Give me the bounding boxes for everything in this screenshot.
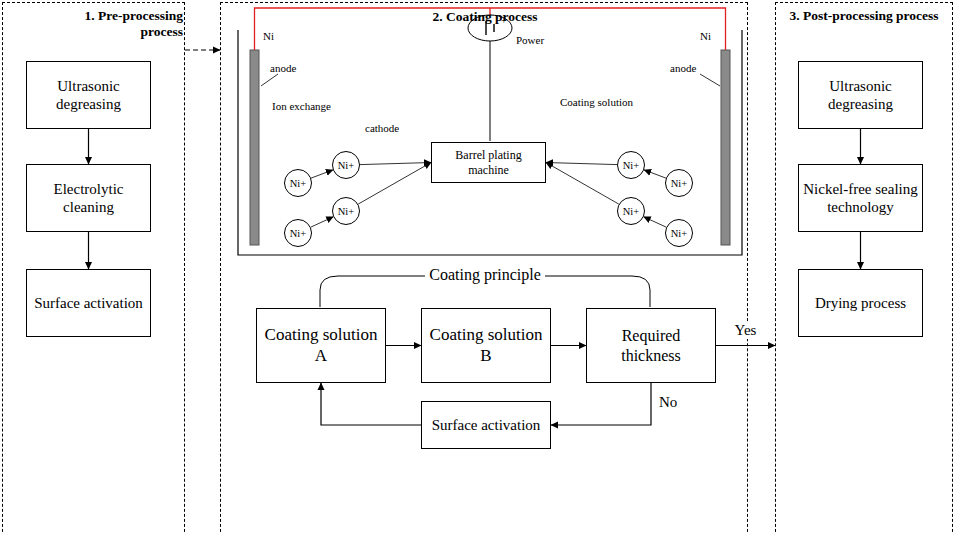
process-box: Nickel-free sealing technology	[798, 164, 923, 232]
flow-arrow	[644, 170, 666, 178]
box-label: Coating solution B	[426, 325, 546, 366]
box-label: Ni+	[338, 206, 354, 217]
flow-arrow	[88, 232, 89, 269]
stage-panel: 1. Pre-processing processUltrasonic degr…	[2, 2, 185, 534]
box-label: Ni+	[623, 160, 639, 171]
box-label: Nickel-free sealing technology	[803, 180, 918, 216]
process-box: Coating solution A	[256, 308, 386, 383]
box-label: Ultrasonic degreasing	[803, 77, 918, 113]
anode-plate	[721, 50, 730, 245]
ion-circle: Ni+	[284, 169, 312, 197]
text-label: -	[474, 13, 477, 24]
process-box: Barrel plating machine	[431, 142, 546, 183]
process-box: Ultrasonic degreasing	[798, 61, 923, 129]
flow-arrow	[88, 129, 89, 164]
box-label: Surface activation	[34, 294, 143, 312]
panel-heading: 3. Post-processing process	[784, 8, 944, 24]
box-label: Ultrasonic degreasing	[31, 77, 146, 113]
flow-arrow	[546, 163, 617, 165]
ion-circle: Ni+	[332, 151, 360, 179]
box-label: Drying process	[815, 294, 906, 312]
text-label: Power	[516, 34, 544, 46]
ion-circle: Ni+	[665, 169, 693, 197]
ion-circle: Ni+	[617, 197, 645, 225]
process-box: Required thickness	[586, 308, 716, 383]
text-label: anode	[670, 62, 696, 74]
ion-circle: Ni+	[332, 197, 360, 225]
flow-arrow	[644, 217, 667, 227]
box-label: Ni+	[671, 228, 687, 239]
ion-circle: Ni+	[665, 219, 693, 247]
process-box: Drying process	[798, 269, 923, 337]
edge-label: Yes	[733, 322, 759, 339]
process-box: Surface activation	[26, 269, 151, 337]
process-box: Coating solution B	[421, 308, 551, 383]
process-box: Surface activation	[421, 401, 551, 449]
flow-arrow	[551, 383, 651, 425]
process-box: Ultrasonic degreasing	[26, 61, 151, 129]
text-label: Coating principle	[425, 266, 545, 284]
stage-panel: 3. Post-processing processUltrasonic deg…	[775, 2, 953, 534]
flow-arrow	[360, 163, 431, 165]
flow-arrow	[311, 217, 334, 227]
flow-arrow	[860, 129, 861, 164]
box-label: Ni+	[671, 178, 687, 189]
flow-arrow	[358, 163, 431, 205]
cathode-wire	[490, 41, 491, 141]
flow-arrow	[716, 345, 775, 346]
ion-circle: Ni+	[284, 219, 312, 247]
text-label: +	[501, 15, 507, 26]
box-label: Ni+	[290, 228, 306, 239]
flow-arrow	[185, 49, 220, 50]
text-label: anode	[270, 62, 296, 74]
flow-arrow	[321, 383, 421, 425]
box-label: Surface activation	[432, 416, 541, 434]
text-label: cathode	[365, 122, 399, 134]
text-label: Ion exchange	[272, 100, 331, 112]
box-label: Electrolytic cleaning	[31, 180, 146, 216]
anode-plate	[250, 50, 259, 245]
process-box: Electrolytic cleaning	[26, 164, 151, 232]
flow-arrow	[860, 232, 861, 269]
box-label: Coating solution A	[261, 325, 381, 366]
flow-arrow	[551, 345, 586, 346]
text-label: Ni	[700, 30, 711, 42]
text-label: Ni	[263, 30, 274, 42]
box-label: Ni+	[290, 178, 306, 189]
box-label: Ni+	[623, 206, 639, 217]
edge-label: No	[657, 394, 679, 411]
box-label: Required thickness	[591, 326, 711, 364]
flow-arrow	[546, 163, 619, 205]
ion-circle: Ni+	[617, 151, 645, 179]
panel-heading: 1. Pre-processing process	[61, 8, 183, 39]
flow-arrow	[311, 170, 333, 178]
box-label: Barrel plating machine	[436, 148, 541, 177]
bath-tank	[238, 30, 742, 255]
flow-arrow	[386, 345, 421, 346]
leader-line	[261, 74, 278, 86]
leader-line	[700, 74, 720, 86]
box-label: Ni+	[338, 160, 354, 171]
panel-heading: 2. Coating process	[221, 9, 749, 25]
text-label: Coating solution	[560, 96, 633, 108]
